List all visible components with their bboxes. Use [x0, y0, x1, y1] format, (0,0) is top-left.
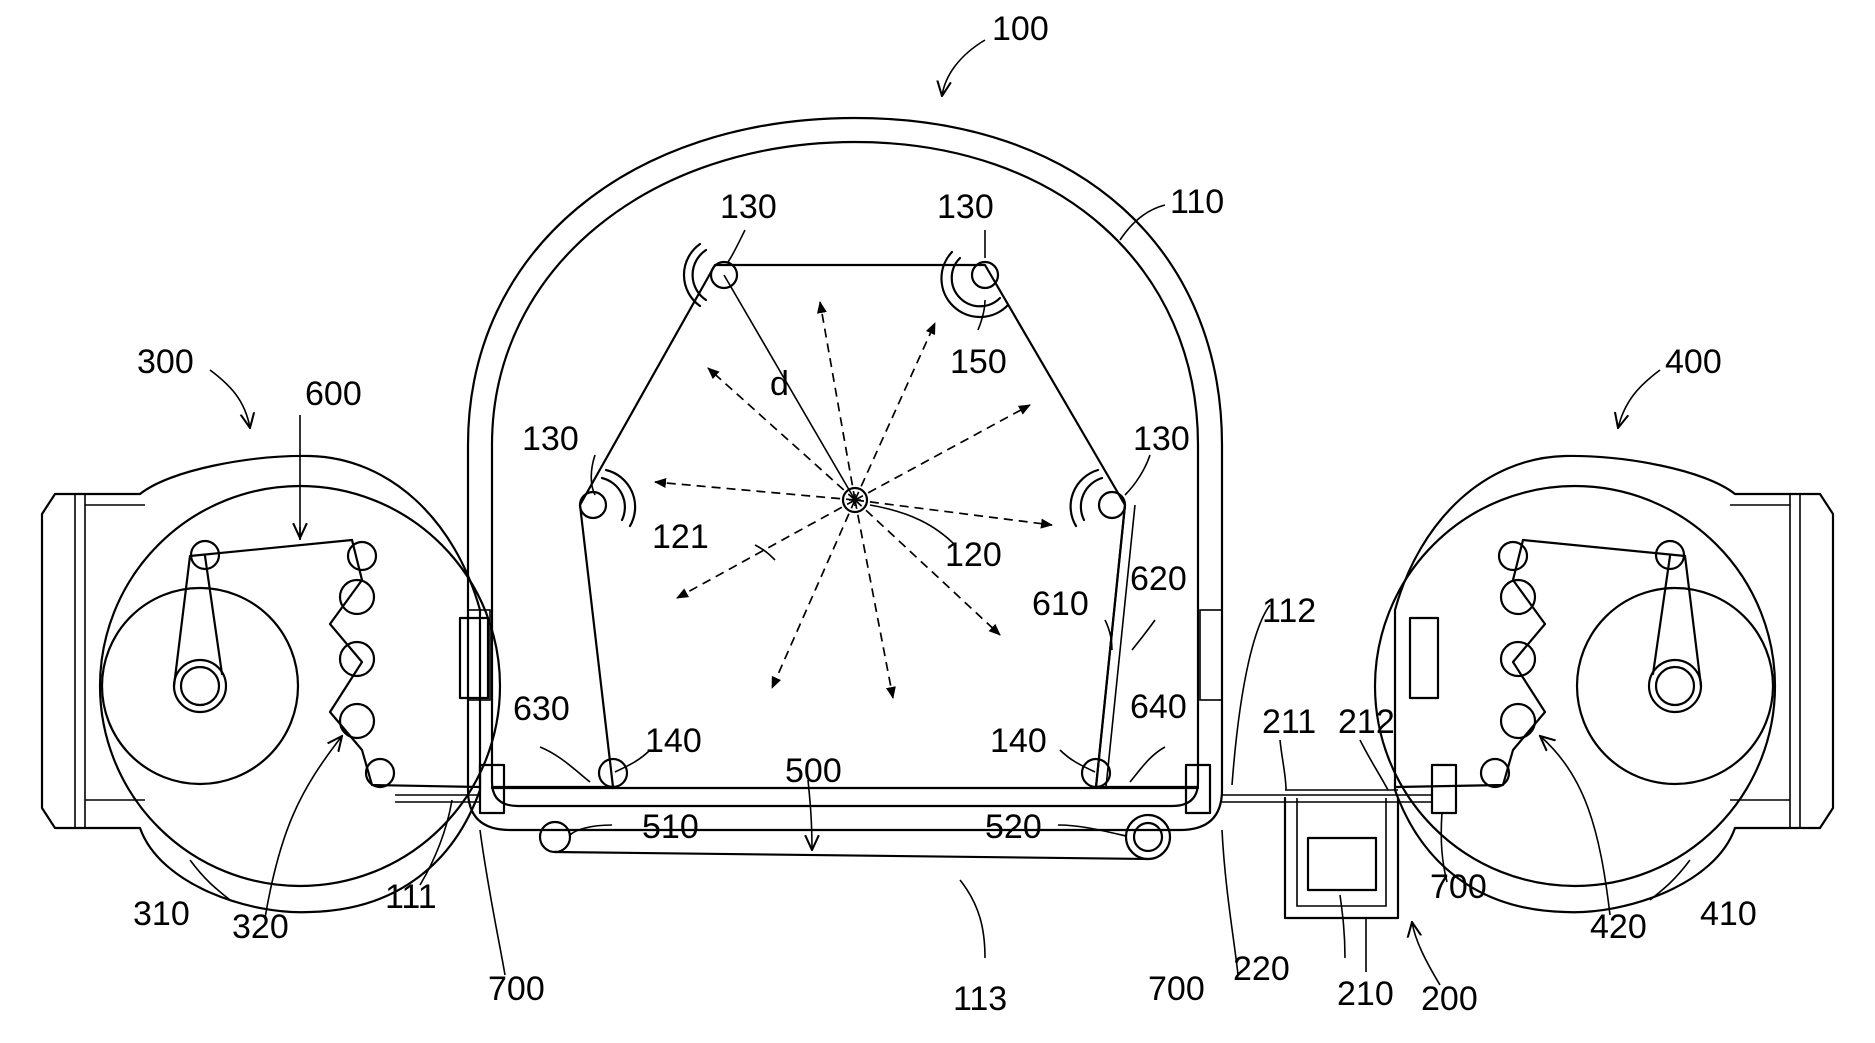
label-600: 600	[305, 375, 362, 413]
leaders	[190, 40, 1690, 985]
right-spool-disc	[1577, 588, 1773, 784]
seal-far-right	[1432, 765, 1456, 813]
unit-220-box	[1308, 838, 1376, 890]
label-140-left: 140	[645, 722, 702, 760]
left-unit-300	[42, 456, 500, 912]
roller-icon	[580, 492, 606, 518]
roller-520-inner-icon	[1134, 823, 1162, 851]
right-unit-400	[1222, 456, 1833, 912]
roller-shield-icon	[693, 250, 706, 300]
distance-d-line	[724, 275, 855, 500]
label-140-right: 140	[990, 722, 1047, 760]
left-film-path	[174, 540, 352, 686]
label-510: 510	[642, 808, 699, 846]
right-film-zigzag	[1395, 540, 1545, 787]
roller-shield-icon	[1071, 470, 1098, 526]
side-window-right	[1200, 610, 1222, 700]
main-chamber	[468, 118, 1222, 830]
label-113: 113	[953, 980, 1007, 1018]
left-spool-hub-inner	[181, 667, 219, 705]
right-port	[1410, 618, 1438, 698]
roller-510-icon	[540, 822, 570, 852]
label-200: 200	[1421, 980, 1478, 1018]
left-port	[460, 618, 488, 698]
label-130-top-left: 130	[720, 188, 777, 226]
roller-icon	[1499, 542, 1527, 570]
roller-icon	[1099, 492, 1125, 518]
label-400: 400	[1665, 343, 1722, 381]
label-220: 220	[1233, 950, 1290, 988]
roller-icon	[366, 759, 394, 787]
roller-icon	[340, 704, 374, 738]
label-130-right: 130	[1133, 420, 1190, 458]
label-700-center: 700	[1148, 970, 1205, 1008]
label-420: 420	[1590, 908, 1647, 946]
right-spool-hub-inner	[1656, 667, 1694, 705]
conveyor-500	[540, 815, 1170, 859]
label-111: 111	[385, 878, 437, 916]
right-housing-outer	[1395, 456, 1833, 912]
label-100: 100	[992, 10, 1049, 48]
label-700-left: 700	[488, 970, 545, 1008]
film-path-upper	[492, 265, 1198, 787]
roller-shield-icon	[1081, 478, 1102, 520]
label-130-left: 130	[522, 420, 579, 458]
label-610: 610	[1032, 585, 1089, 623]
roller-icon	[1481, 759, 1509, 787]
label-320: 320	[232, 908, 289, 946]
label-d: d	[770, 365, 789, 403]
label-410: 410	[1700, 895, 1757, 933]
label-620: 620	[1130, 560, 1187, 598]
roller-shield-icon	[606, 470, 635, 526]
unit-200-outer	[1285, 798, 1398, 918]
label-520: 520	[985, 808, 1042, 846]
label-110: 110	[1170, 183, 1224, 221]
label-120: 120	[945, 536, 1002, 574]
label-630: 630	[513, 690, 570, 728]
light-source	[655, 275, 1052, 698]
roller-520-outer-icon	[1126, 815, 1170, 859]
roller-icon	[1501, 704, 1535, 738]
label-121: 121	[652, 518, 709, 556]
label-640: 640	[1130, 688, 1187, 726]
label-310: 310	[133, 895, 190, 933]
roller-icon	[348, 542, 376, 570]
label-112: 112	[1262, 592, 1316, 630]
rollers-140	[599, 759, 1110, 787]
label-700-right: 700	[1430, 868, 1487, 906]
label-210: 210	[1337, 975, 1394, 1013]
label-212: 212	[1338, 703, 1395, 741]
unit-200	[1285, 790, 1398, 918]
label-211: 211	[1262, 703, 1316, 741]
conveyor-belt	[555, 852, 1148, 859]
label-150: 150	[950, 343, 1007, 381]
right-film-path	[1523, 540, 1701, 686]
chamber-outer-wall	[468, 118, 1222, 830]
left-spool-disc	[102, 588, 298, 784]
label-500: 500	[785, 752, 842, 790]
left-housing-outer	[42, 456, 480, 912]
label-130-top-right: 130	[937, 188, 994, 226]
reference-labels: 100 110 130 130 150 d 130 130 121 120 61…	[133, 10, 1757, 1018]
left-film-zigzag	[330, 540, 480, 787]
label-300: 300	[137, 343, 194, 381]
